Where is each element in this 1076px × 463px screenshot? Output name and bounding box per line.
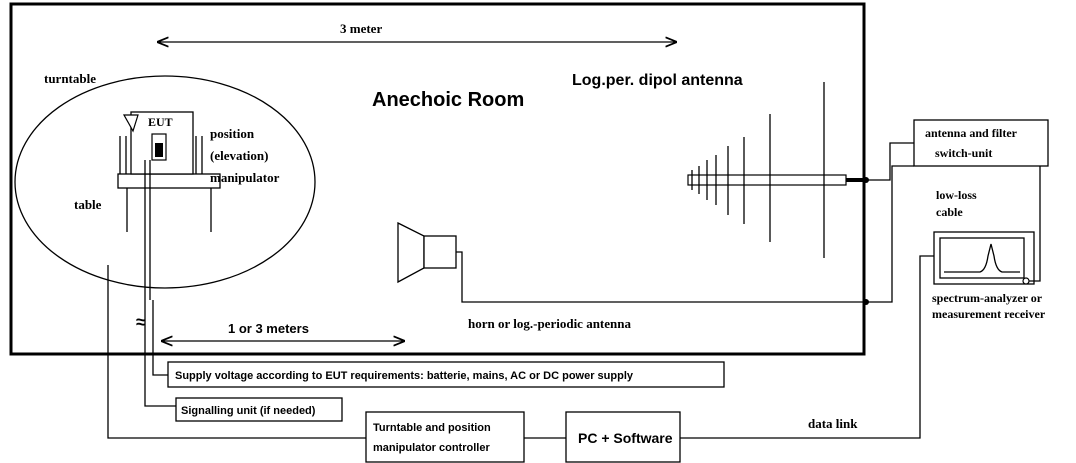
turntable-ellipse xyxy=(14,75,316,289)
controller-box xyxy=(365,411,525,463)
position-manipulator-label-2: (elevation) xyxy=(210,148,268,163)
data-link-cable xyxy=(680,255,934,439)
spectrum-analyzer xyxy=(933,231,1035,285)
eut-box xyxy=(130,111,194,175)
supply-label: Supply voltage according to EUT requirem… xyxy=(175,370,634,382)
eut-phone-icon xyxy=(151,133,167,161)
signalling-box xyxy=(175,397,343,422)
table-label: table xyxy=(74,197,102,212)
horn-cable xyxy=(456,251,866,303)
spectrum-analyzer-label-2: measurement receiver xyxy=(932,307,1046,321)
eut-cables xyxy=(107,160,366,439)
low-loss-cable-label-1: low-loss xyxy=(936,188,977,202)
table xyxy=(117,136,221,232)
distance-label-top: 3 meter xyxy=(340,21,382,36)
switch-to-analyzer-cable xyxy=(1029,166,1041,282)
controller-label-1: Turntable and position xyxy=(373,422,491,434)
turntable-label: turntable xyxy=(44,71,96,86)
position-manipulator-label-3: manipulator xyxy=(210,170,280,185)
data-link-label: data link xyxy=(808,416,858,431)
eut-antenna-icon xyxy=(122,114,139,133)
spectrum-analyzer-label-1: spectrum-analyzer or xyxy=(932,291,1043,305)
switch-unit-label-2: switch-unit xyxy=(935,146,992,160)
cable-break-symbol: ≈ xyxy=(136,312,146,332)
eut-label: EUT xyxy=(148,115,173,129)
log-periodic-antenna xyxy=(687,82,866,258)
room-to-switch-cables xyxy=(866,142,914,303)
room-title: Anechoic Room xyxy=(372,89,524,111)
dipol-antenna-label: Log.per. dipol antenna xyxy=(572,72,743,89)
controller-label-2: manipulator controller xyxy=(373,442,490,454)
low-loss-cable-label-2: cable xyxy=(936,205,963,219)
pc-label: PC + Software xyxy=(578,430,673,446)
pc-box xyxy=(565,411,681,463)
switch-unit-label-1: antenna and filter xyxy=(925,126,1018,140)
supply-box xyxy=(167,361,725,388)
horn-antenna xyxy=(397,221,457,284)
position-manipulator-label-1: position xyxy=(210,126,255,141)
horn-antenna-label: horn or log.-periodic antenna xyxy=(468,316,631,331)
distance-label-bottom: 1 or 3 meters xyxy=(228,321,309,336)
signalling-label: Signalling unit (if needed) xyxy=(181,405,316,417)
